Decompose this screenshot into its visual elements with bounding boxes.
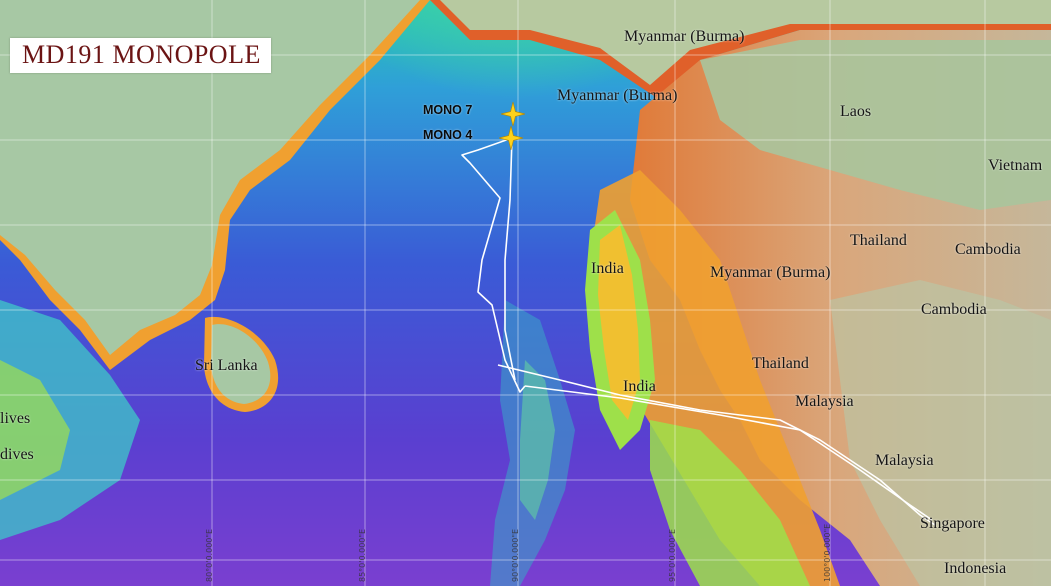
grid-label: 90°0'0.000"E <box>511 528 520 582</box>
cruise-track <box>461 137 936 526</box>
place-label: Malaysia <box>795 393 854 410</box>
place-label: Thailand <box>850 232 907 249</box>
place-label: lives <box>0 410 31 427</box>
place-label: Myanmar (Burma) <box>557 87 678 104</box>
place-label: Malaysia <box>875 452 934 469</box>
place-label: Myanmar (Burma) <box>710 264 831 281</box>
site-label-mono-4: MONO 4 <box>423 128 473 142</box>
place-label: Cambodia <box>955 241 1021 258</box>
site-label-mono-7: MONO 7 <box>423 103 473 117</box>
grid-label: 100°0'0.000"E <box>823 523 832 582</box>
place-label: Laos <box>840 103 872 120</box>
place-label: Sri Lanka <box>195 357 258 374</box>
place-label: Myanmar (Burma) <box>624 28 745 45</box>
place-label: Cambodia <box>921 301 987 318</box>
map-title: MD191 MONOPOLE <box>10 38 271 73</box>
place-label: Thailand <box>752 355 809 372</box>
place-label: Singapore <box>920 515 985 532</box>
place-label: Indonesia <box>944 560 1007 577</box>
grid-label: 80°0'0.000"E <box>205 528 214 582</box>
star-icon[interactable] <box>500 101 526 127</box>
place-label: dives <box>0 446 34 463</box>
place-label: India <box>623 378 656 395</box>
place-label: India <box>591 260 624 277</box>
grid-label: 95°0'0.000"E <box>668 528 677 582</box>
star-icon[interactable] <box>498 125 524 151</box>
grid-label: 85°0'0.000"E <box>358 528 367 582</box>
place-label: Vietnam <box>988 157 1043 174</box>
